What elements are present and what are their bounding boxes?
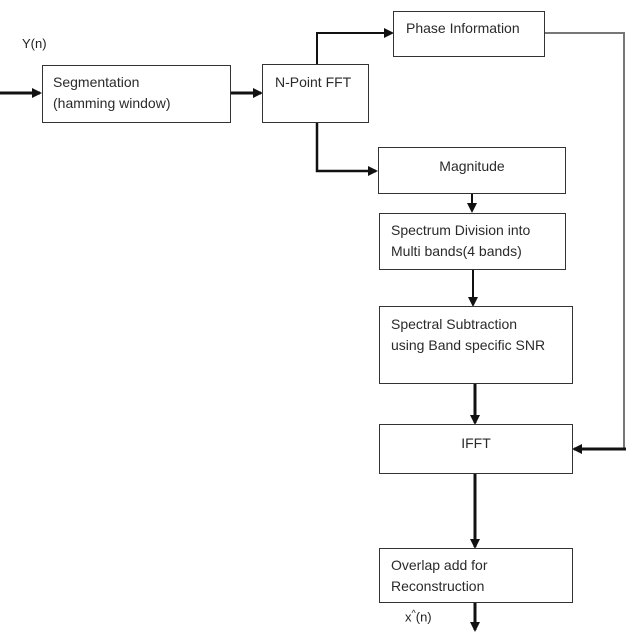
edge-fft-phase [316,28,394,64]
phase-line1: Phase Information [406,20,520,36]
output-label-hat: ^ [411,608,416,618]
spectral-subtraction-block: Spectral Subtraction using Band specific… [379,306,573,384]
edge-phase-ifft [545,32,625,449]
segmentation-block: Segmentation (hamming window) [42,65,231,123]
overlap-add-line2: Reconstruction [391,578,485,594]
segmentation-line2: (hamming window) [53,95,171,111]
fft-line1: N-Point FFT [275,74,352,90]
overlap-add-line1: Overlap add for [391,557,488,573]
spectrum-division-line1: Spectrum Division into [391,222,531,238]
output-signal-label: x^(n) [405,608,432,624]
magnitude-block: Magnitude [378,147,566,194]
spectrum-division-line2: Multi bands(4 bands) [391,243,522,259]
spectrum-division-block: Spectrum Division into Multi bands(4 ban… [379,213,566,270]
spectral-subtraction-line2: using Band specific SNR [391,337,546,353]
spectral-subtraction-line1: Spectral Subtraction [391,316,518,332]
edge-fft-magnitude [315,122,378,176]
phase-information-block: Phase Information [393,11,545,57]
input-signal-label: Y(n) [22,36,47,51]
output-label-base: x [405,609,412,625]
ifft-line1: IFFT [461,435,491,451]
overlap-add-block: Overlap add for Reconstruction [379,548,573,603]
magnitude-line1: Magnitude [439,158,505,174]
ifft-block: IFFT [379,424,573,474]
segmentation-line1: Segmentation [53,74,140,90]
output-label-arg: (n) [415,609,432,625]
fft-block: N-Point FFT [262,64,369,123]
